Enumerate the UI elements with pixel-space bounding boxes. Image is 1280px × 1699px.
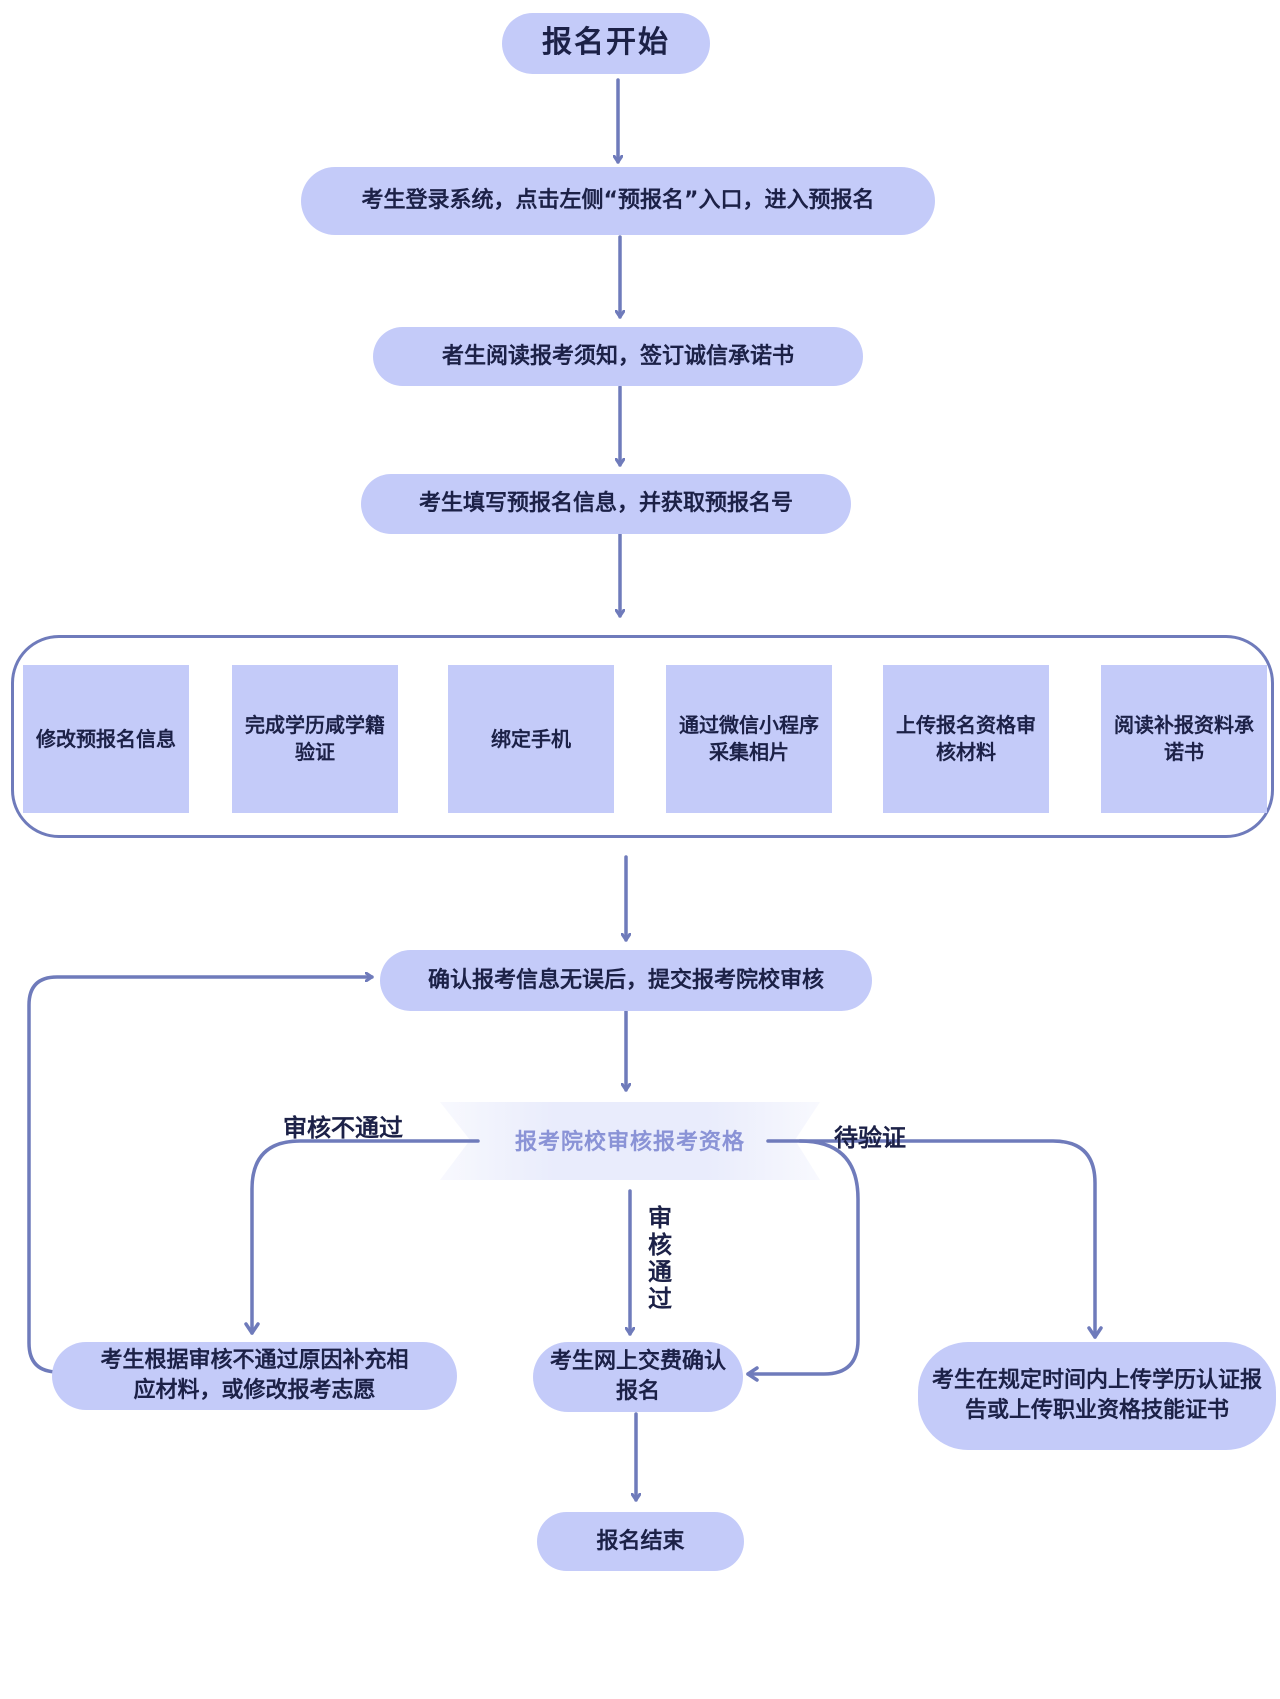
label-passed: 审核通过 [648,1204,672,1313]
fill-info-node: 考生填写预报名信息，并获取预报名号 [361,474,851,534]
read-notice-node: 者生阅读报考须知，签订诚信承诺书 [373,327,863,386]
start-node: 报名开始 [502,13,710,74]
step-collect-photo: 通过微信小程序采集相片 [666,665,832,813]
end-node: 报名结束 [537,1512,744,1571]
label-not-passed: 审核不通过 [283,1114,403,1142]
step-bind-phone: 绑定手机 [448,665,614,813]
supplement-node: 考生根据审核不通过原因补充相应材料，或修改报考志愿 [52,1342,457,1410]
label-pending: 待验证 [834,1124,906,1152]
parallel-steps-group [11,635,1274,838]
login-step-node: 考生登录系统，点击左侧“预报名”入口，进入预报名 [301,167,935,235]
arrow-review-to-supplement [244,1139,480,1335]
arrow-branch-to-pay [746,1139,860,1382]
step-upload-materials: 上传报名资格审核材料 [883,665,1049,813]
step-verify-education: 完成学历咸学籍验证 [232,665,398,813]
review-banner-shape [440,1102,820,1180]
review-node: 报考院校审核报考资格 [514,1130,745,1155]
arrow-review-to-upload [766,1139,1103,1339]
arrow-supplement-loop-to-confirm [27,977,374,1374]
confirm-submit-node: 确认报考信息无误后，提交报考院校审核 [380,950,872,1011]
step-read-commitment: 阅读补报资料承诺书 [1101,665,1267,813]
step-edit-prereg: 修改预报名信息 [23,665,189,813]
upload-cert-node: 考生在规定时间内上传学历认证报告或上传职业资格技能证书 [918,1342,1276,1450]
pay-node: 考生网上交费确认报名 [533,1342,743,1412]
